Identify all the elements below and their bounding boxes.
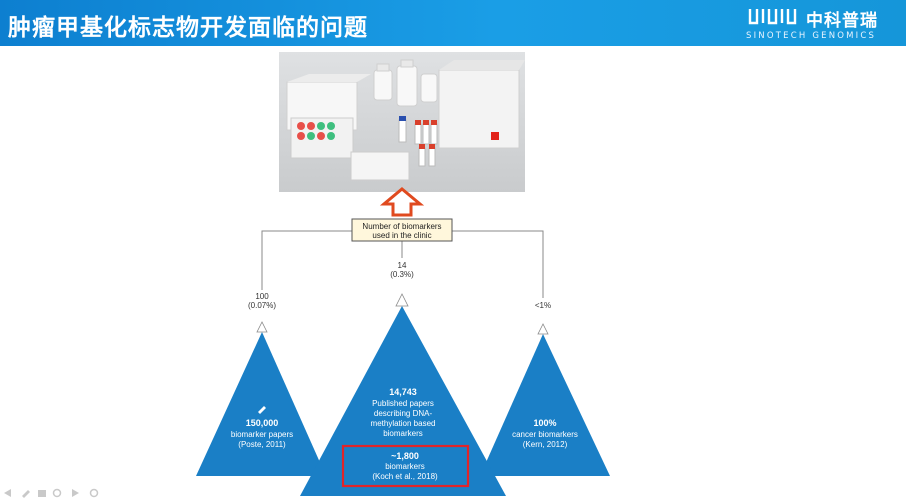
left-line1: 150,000 — [246, 418, 279, 428]
clinic-box-line1: Number of biomarkers — [362, 222, 441, 231]
right-pct: <1% — [535, 301, 551, 310]
logo-text-cn: 中科普瑞 — [806, 11, 878, 31]
center-line2: Published papers — [372, 399, 434, 408]
logo-bars-icon — [748, 9, 797, 25]
center-line4: methylation based — [371, 419, 436, 428]
methylation-kit-photo — [279, 52, 525, 192]
center-line1: 14,743 — [389, 387, 417, 397]
left-pct: (0.07%) — [248, 301, 276, 310]
left-line2: biomarker papers — [231, 430, 293, 439]
logo-text-en: SINOTECH GENOMICS — [746, 31, 877, 41]
slide-nav-controls — [4, 488, 99, 498]
center-pct: (0.3%) — [390, 270, 414, 279]
pen-tool-icon[interactable] — [22, 490, 30, 498]
pen-icon — [258, 406, 266, 414]
center-triangle-tip — [395, 293, 409, 307]
zoom-icon[interactable] — [52, 488, 62, 498]
center-line3: describing DNA- — [374, 409, 433, 418]
right-triangle — [480, 334, 610, 476]
slide-sorter-icon[interactable] — [38, 490, 46, 497]
more-options-icon[interactable] — [89, 488, 99, 498]
center-line5: biomarkers — [383, 429, 423, 438]
right-line2: cancer biomarkers — [512, 430, 578, 439]
highlight-line3: (Koch et al., 2018) — [372, 472, 438, 481]
left-triangle-tip — [256, 321, 268, 333]
prev-slide-icon[interactable] — [4, 489, 11, 497]
clinic-box — [351, 218, 453, 242]
left-triangle — [196, 332, 326, 476]
highlight-line2: biomarkers — [385, 462, 425, 471]
right-line3: (Kern, 2012) — [523, 440, 568, 449]
left-count: 100 — [255, 292, 269, 301]
slide-header: 肿瘤甲基化标志物开发面临的问题 中科普瑞 SINOTECH GENOMICS — [0, 0, 906, 46]
right-triangle-tip — [537, 323, 549, 335]
clinic-box-line2: used in the clinic — [372, 231, 431, 240]
kit-photo-illustration — [286, 59, 525, 181]
slide-title: 肿瘤甲基化标志物开发面临的问题 — [8, 15, 368, 41]
highlight-box — [341, 444, 470, 488]
left-line3: (Poste, 2011) — [238, 440, 286, 449]
company-logo: 中科普瑞 SINOTECH GENOMICS — [746, 4, 896, 44]
up-arrow-icon — [379, 187, 425, 217]
next-slide-icon[interactable] — [72, 489, 79, 497]
center-count: 14 — [398, 261, 407, 270]
right-line1: 100% — [533, 418, 556, 428]
highlight-line1: ~1,800 — [391, 451, 419, 461]
center-triangle — [300, 306, 506, 496]
